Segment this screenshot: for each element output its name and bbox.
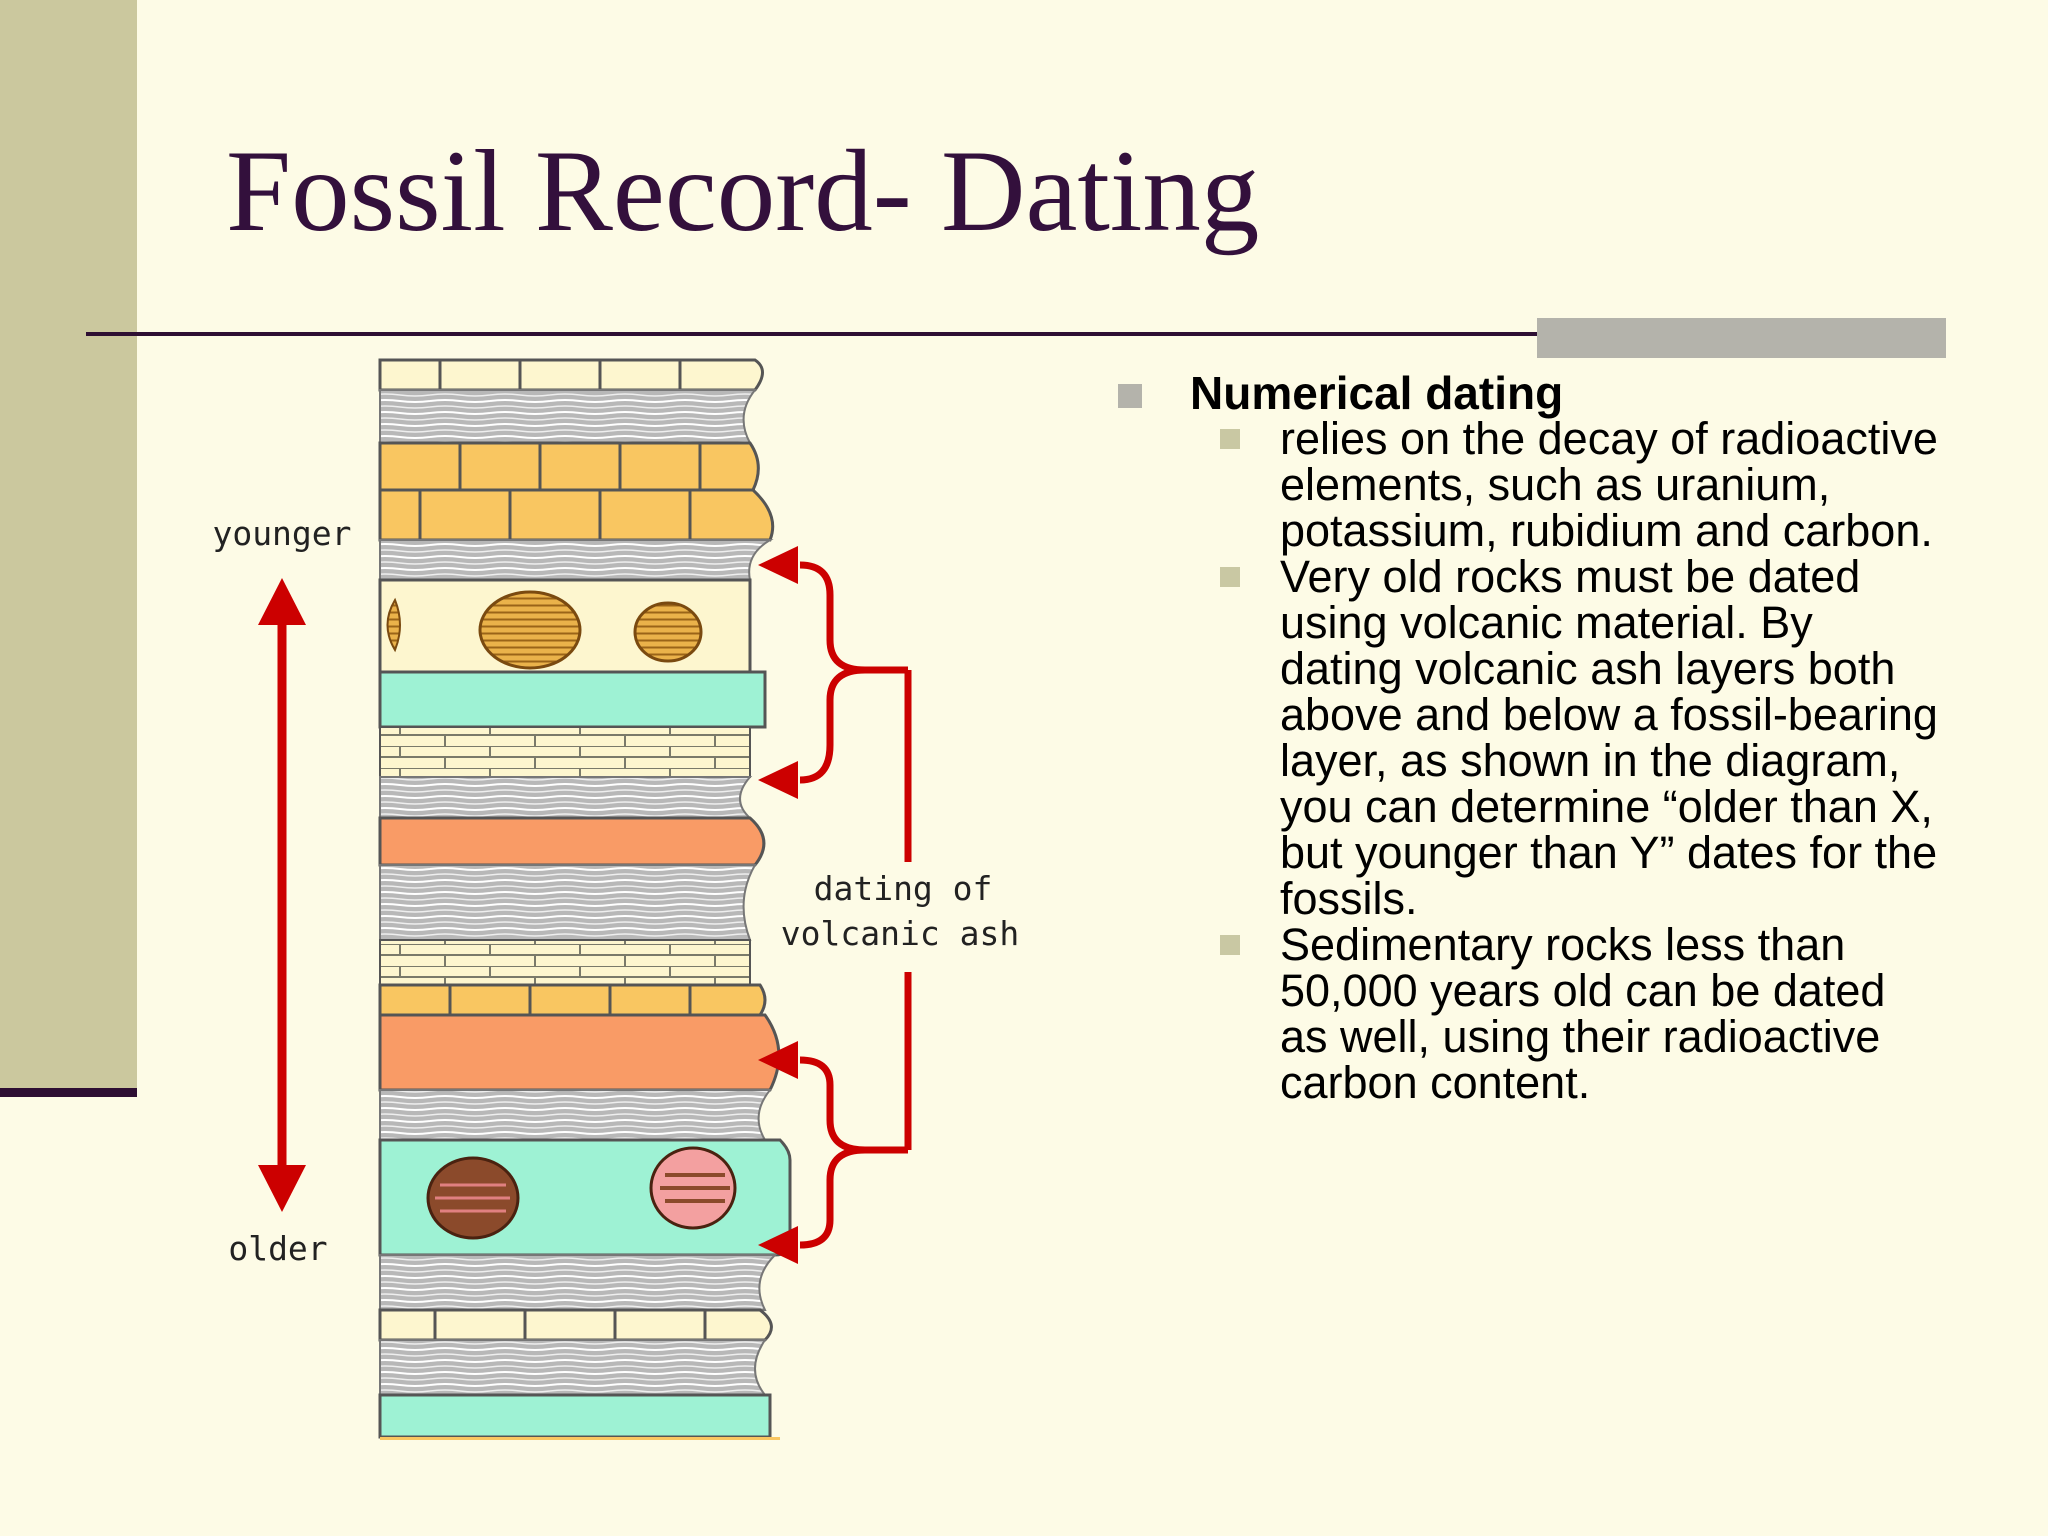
sub-bullet-item: relies on the decay of radioactive eleme… [1105, 416, 1945, 554]
sub-bullet-item: Very old rocks must be dated using volca… [1105, 554, 1945, 922]
slide-title: Fossil Record- Dating [226, 127, 1260, 256]
label-younger: younger [212, 514, 351, 553]
title-divider [86, 332, 1946, 336]
trilobite-fossil-icon [426, 1146, 737, 1240]
ash-arrowheads [758, 546, 798, 1264]
sub-bullet-item: Sedimentary rocks less than 50,000 years… [1105, 922, 1945, 1106]
bullet-list: Numerical dating relies on the decay of … [1105, 370, 1945, 1106]
bullet-heading: Numerical dating [1190, 367, 1564, 419]
label-dating-of: dating of [814, 869, 993, 908]
rock-strata-diagram: younger older dating of volcanic ash [212, 358, 1019, 1440]
left-band-decoration [0, 0, 137, 1088]
left-band-line-decoration [0, 1088, 137, 1097]
label-older: older [228, 1229, 327, 1268]
strata-column [378, 358, 792, 1440]
ash-dating-bracket [799, 561, 912, 1249]
fossil-shell-icon [386, 590, 703, 670]
title-divider-accent [1537, 318, 1946, 358]
age-arrow [258, 578, 306, 1212]
bullet-numerical-dating: Numerical dating relies on the decay of … [1105, 370, 1945, 1106]
sub-bullet-list: relies on the decay of radioactive eleme… [1105, 416, 1945, 1106]
label-volcanic-ash: volcanic ash [781, 914, 1019, 953]
